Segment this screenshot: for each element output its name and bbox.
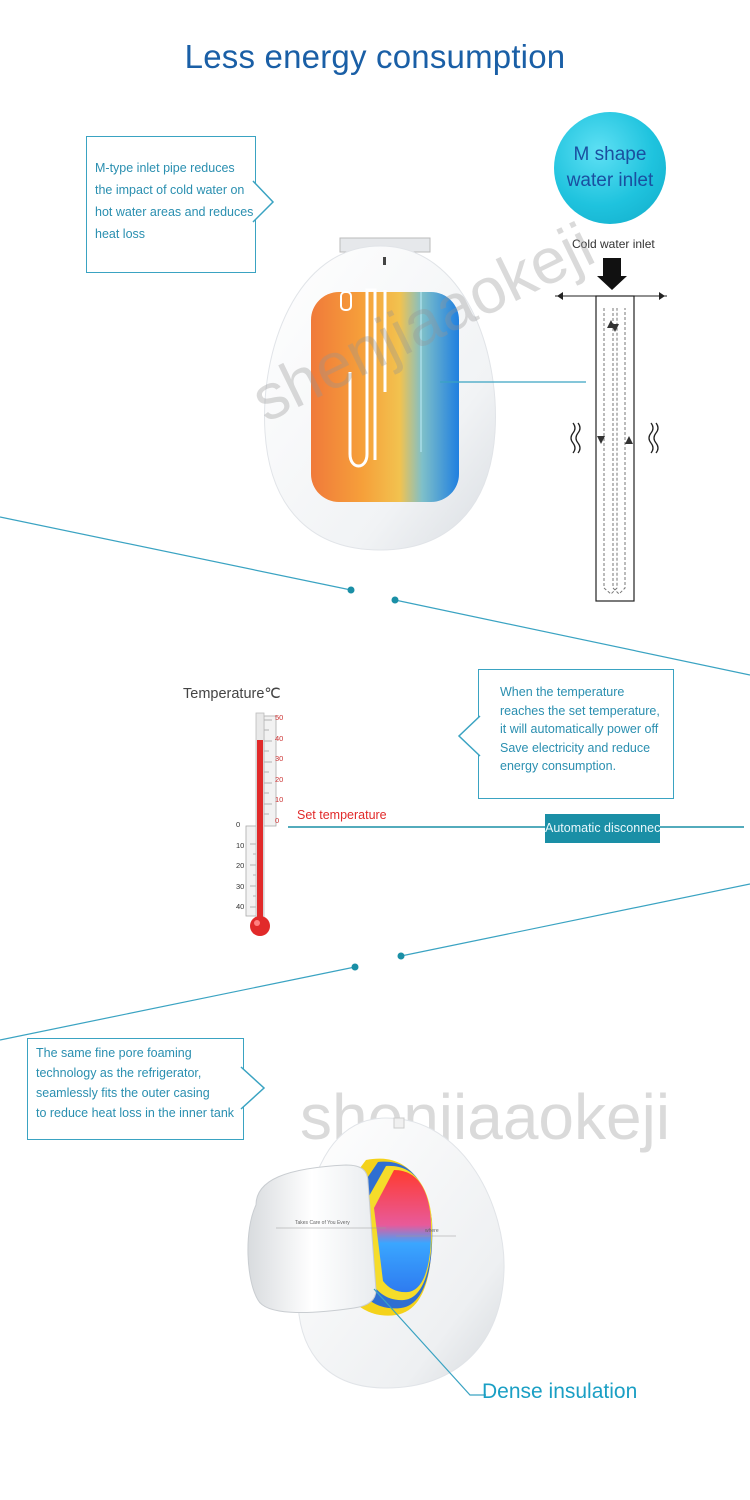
inlet-pipe-callout: M-type inlet pipe reduces the impact of … (86, 136, 256, 273)
water-heater-cutaway (264, 237, 496, 551)
thermo-upper-ticks: 50 40 30 20 10 0 (275, 713, 289, 827)
tick-label: 30 (236, 881, 245, 891)
tick-label: 40 (236, 902, 245, 912)
insulated-heater-cutaway (247, 1117, 505, 1389)
tick-label: 20 (236, 861, 245, 871)
inlet-pipe-callout-text: M-type inlet pipe reduces the impact of … (95, 161, 254, 241)
auto-power-off-callout: When the temperature reaches the set tem… (478, 669, 674, 799)
set-temperature-line (288, 826, 744, 828)
m-shape-bubble: M shape water inlet (554, 112, 666, 224)
foam-callout-pointer (240, 1066, 266, 1110)
tick-label: 20 (275, 774, 284, 784)
tick-label: 30 (275, 754, 284, 764)
tank-connector-line (440, 381, 586, 383)
temperature-title: Temperature℃ (183, 686, 281, 702)
heater-slogan-left: Takes Care of You Every (295, 1220, 350, 1226)
m-shape-bubble-text: M shape water inlet (566, 144, 654, 191)
tick-label: 50 (275, 713, 284, 722)
dense-insulation-pointer (373, 1288, 486, 1396)
thermo-lower-ticks: 0 10 20 30 40 (236, 820, 250, 913)
m-shape-pipe-diagram (555, 258, 667, 602)
thermometer (245, 712, 277, 936)
tick-label: 10 (275, 795, 284, 805)
foaming-callout-text: The same fine pore foaming technology as… (36, 1046, 235, 1120)
auto-power-off-callout-text: When the temperature reaches the set tem… (500, 685, 660, 773)
cold-water-inlet-label: Cold water inlet (572, 237, 655, 251)
inlet-callout-pointer (252, 180, 275, 223)
foaming-callout: The same fine pore foaming technology as… (27, 1038, 244, 1140)
heater-slogan-right: where (425, 1228, 439, 1234)
automatic-disconnect-badge: Automatic disconnect (545, 814, 660, 843)
set-temperature-label: Set temperature (297, 808, 387, 822)
tick-label: 10 (236, 840, 245, 850)
dense-insulation-label: Dense insulation (482, 1380, 638, 1403)
auto-callout-pointer (457, 715, 481, 757)
tick-label: 0 (236, 820, 241, 829)
tick-label: 40 (275, 733, 284, 743)
tick-label: 0 (275, 815, 280, 825)
page-title: Less energy consumption (184, 38, 566, 75)
